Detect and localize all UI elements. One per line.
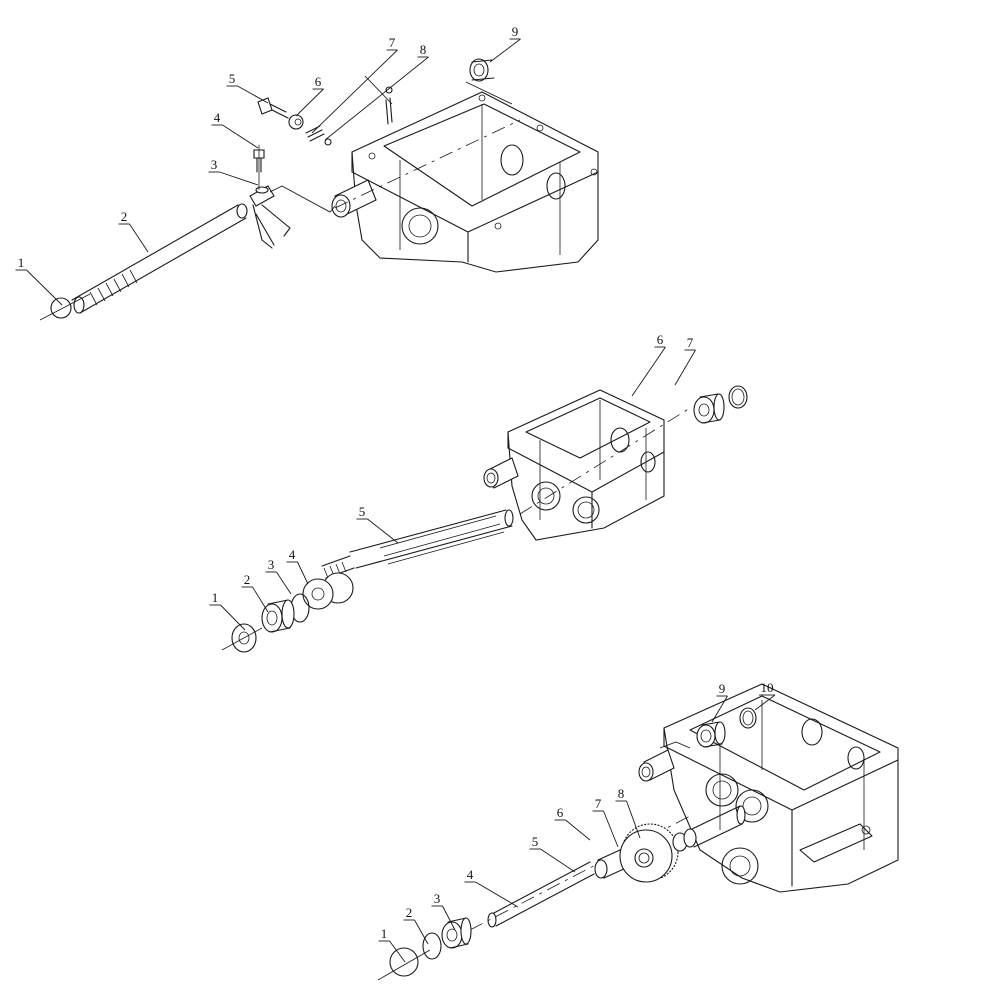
bolt-5-nut-6	[257, 97, 304, 130]
callout-leader-line	[129, 223, 149, 253]
top-assembly	[39, 58, 599, 321]
callout-leader-line	[489, 38, 521, 63]
callout-number: 1	[380, 926, 388, 941]
gearbox-housing-top	[331, 91, 599, 273]
bearing-2	[261, 599, 295, 633]
callout-number: 7	[686, 335, 694, 350]
callout-leader-line	[297, 561, 309, 585]
bearing-9-bottom	[659, 721, 726, 749]
callout-leader-line	[220, 604, 246, 631]
callout-number: 2	[120, 209, 128, 224]
callout-number: 10	[760, 680, 774, 695]
callout-leader-line	[674, 349, 696, 386]
callout-number: 4	[288, 547, 296, 562]
gearbox-housing-bottom	[638, 683, 899, 893]
callout-number: 8	[617, 786, 625, 801]
seal-7	[728, 385, 748, 409]
callout-number: 9	[511, 24, 519, 39]
callout-number: 6	[314, 74, 322, 89]
callout-leader-line	[219, 171, 259, 186]
callout-leader-line	[252, 586, 269, 613]
callout-leader-line	[26, 269, 63, 306]
callout-leaders	[15, 38, 776, 963]
bearing-9	[465, 58, 513, 105]
callout-leader-line	[295, 88, 324, 117]
double-gear-4	[302, 572, 354, 610]
callout-leader-line	[626, 800, 641, 839]
callout-leader-line	[276, 571, 292, 595]
callout-number: 6	[656, 332, 664, 347]
callout-number: 1	[17, 255, 25, 270]
cap-1-bottom	[377, 947, 431, 981]
splined-shaft	[321, 407, 691, 579]
gearbox-housing-middle	[483, 389, 665, 541]
circlip-2	[422, 932, 442, 960]
callout-number: 3	[210, 157, 218, 172]
callout-leader-line	[631, 346, 666, 397]
callout-leader-line	[389, 940, 406, 963]
callout-number: 4	[466, 867, 474, 882]
callout-number: 7	[388, 35, 396, 50]
bolt-4	[253, 145, 265, 190]
callout-leader-line	[442, 905, 456, 931]
callout-number: 3	[433, 891, 441, 906]
callout-number: 9	[718, 681, 726, 696]
callout-number: 3	[267, 557, 275, 572]
middle-assembly	[221, 385, 748, 653]
bearing-6	[693, 393, 725, 424]
bearing-3	[441, 917, 472, 949]
bottom-assembly	[377, 683, 899, 981]
large-gear-6	[619, 823, 679, 883]
callout-number: 5	[228, 71, 236, 86]
callout-leader-line	[222, 124, 259, 149]
seal-1	[221, 623, 263, 653]
callout-leader-line	[475, 881, 519, 908]
callout-leader-line	[711, 695, 728, 723]
callout-number: 5	[531, 834, 539, 849]
callout-leader-line	[324, 56, 429, 141]
callout-leader-line	[540, 848, 576, 873]
callout-number: 6	[556, 805, 564, 820]
callout-number: 2	[243, 572, 251, 587]
callout-number: 5	[358, 504, 366, 519]
callout-number: 2	[405, 905, 413, 920]
seal-10	[739, 707, 757, 729]
callout-leader-line	[565, 819, 591, 841]
shift-fork	[249, 185, 336, 249]
callout-number: 1	[211, 590, 219, 605]
callout-leader-line	[367, 518, 399, 544]
callout-leader-line	[414, 919, 429, 945]
callout-leader-line	[754, 694, 776, 711]
cap-1	[39, 293, 91, 321]
callout-leader-line	[237, 85, 269, 104]
callout-number: 7	[594, 796, 602, 811]
shift-rod	[71, 203, 248, 314]
callout-leader-line	[603, 810, 619, 848]
callout-leader-line	[311, 49, 398, 134]
callout-number: 8	[419, 42, 427, 57]
ring-8	[683, 805, 746, 848]
callout-number: 4	[213, 110, 221, 125]
